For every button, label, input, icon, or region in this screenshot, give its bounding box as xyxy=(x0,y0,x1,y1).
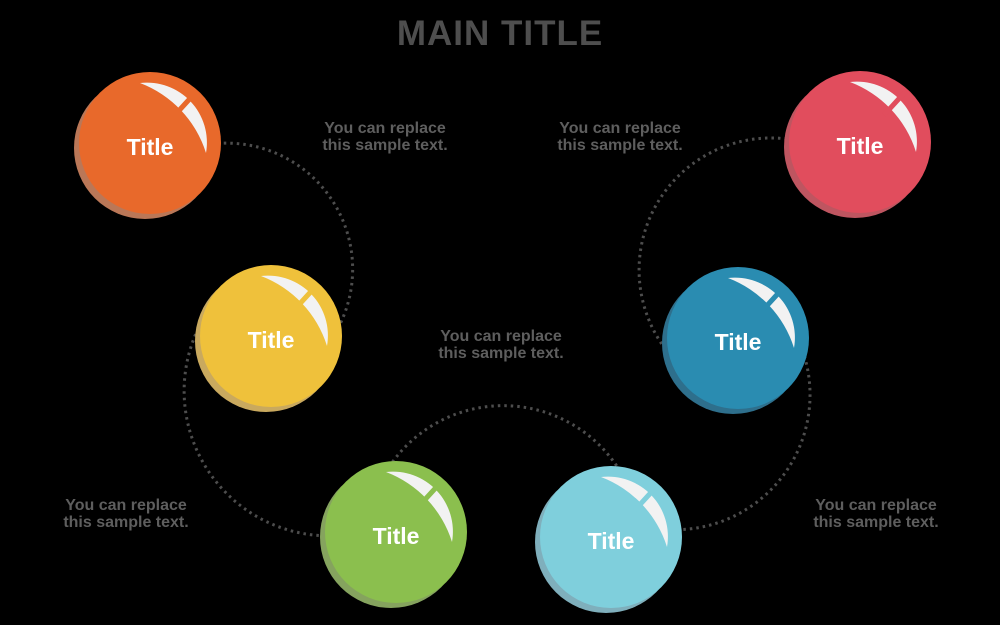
shine-crescent xyxy=(728,277,795,348)
sphere-yellow-graphic xyxy=(195,265,342,412)
shine-crescent xyxy=(140,82,207,153)
caption-top-right: You can replace this sample text. xyxy=(557,120,683,154)
sphere-red-graphic xyxy=(784,71,931,218)
shine-gap xyxy=(633,484,659,512)
shine-gap xyxy=(882,89,908,117)
shine-crescent xyxy=(386,471,453,542)
sphere-label: Title xyxy=(126,133,174,160)
sphere-red: Title xyxy=(780,62,940,222)
shine-crescent xyxy=(850,81,917,152)
shine-gap xyxy=(293,283,319,311)
sphere-green-graphic xyxy=(320,461,467,608)
sphere-green: Title xyxy=(316,452,476,612)
sphere-label: Title xyxy=(836,132,884,159)
caption-bottom-left: You can replace this sample text. xyxy=(63,497,189,531)
caption-center: You can replace this sample text. xyxy=(438,328,564,362)
sphere-orange-graphic xyxy=(74,72,221,219)
sphere-label: Title xyxy=(372,522,420,549)
shine-gap xyxy=(418,479,444,507)
sphere-label: Title xyxy=(587,527,635,554)
sphere-teal: Title xyxy=(658,258,818,418)
caption-top-left: You can replace this sample text. xyxy=(322,120,448,154)
shine-crescent xyxy=(601,476,668,547)
sphere-yellow: Title xyxy=(191,256,351,416)
shine-gap xyxy=(172,90,198,118)
shine-crescent xyxy=(261,275,328,346)
sphere-orange: Title xyxy=(70,63,230,223)
sphere-teal-graphic xyxy=(662,267,809,414)
connector-arc-yellow-green xyxy=(182,289,392,538)
sphere-light-blue: Title xyxy=(531,457,691,617)
caption-bottom-right: You can replace this sample text. xyxy=(813,497,939,531)
main-title: MAIN TITLE xyxy=(396,14,604,53)
sphere-label: Title xyxy=(714,328,762,355)
sphere-label: Title xyxy=(247,326,295,353)
shine-gap xyxy=(760,285,786,313)
sphere-light-blue-graphic xyxy=(535,466,682,613)
